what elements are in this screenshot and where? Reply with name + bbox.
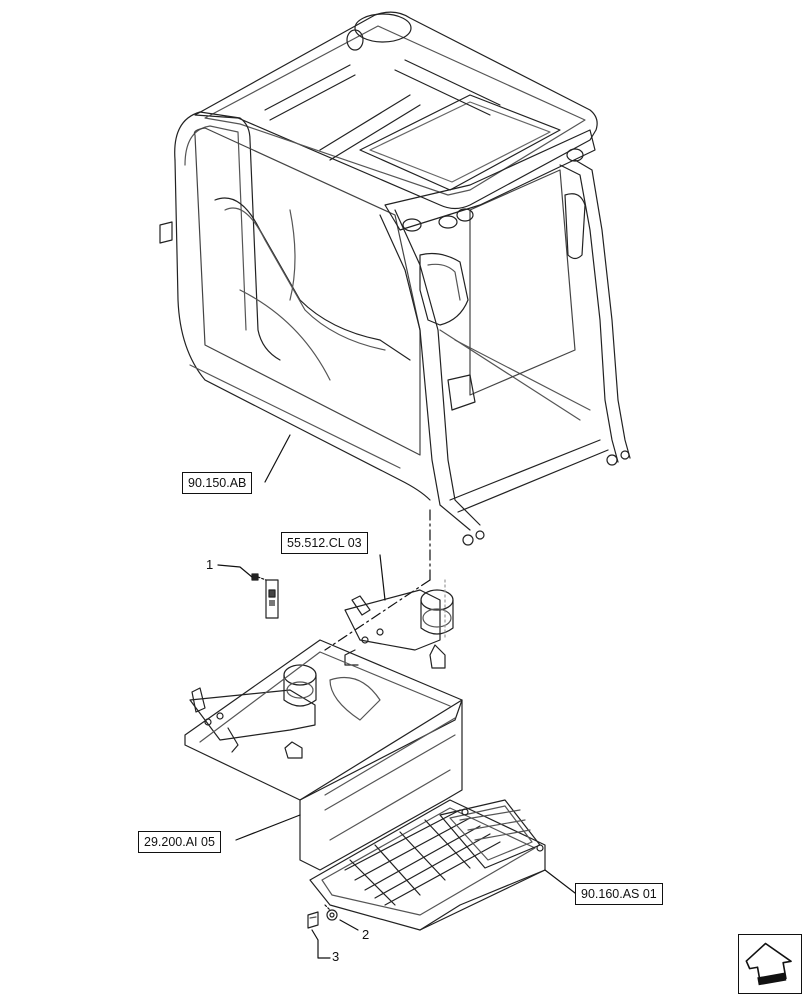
ref-label-cab[interactable]: 90.150.AB [182,472,253,494]
item-1-switch [217,564,279,619]
control-assembly [184,589,463,871]
ref-label-floor-mat[interactable]: 90.160.AS 01 [575,883,663,905]
ref-label-left-panel[interactable]: 29.200.AI 05 [138,831,221,853]
ref-label-controls[interactable]: 55.512.CL 03 [281,532,368,554]
arrow-glyph-icon [745,942,792,986]
callout-item-2: 2 [362,927,370,942]
cab-frame [159,11,631,546]
callout-item-3: 3 [332,949,340,964]
next-page-arrow-icon[interactable] [738,934,802,994]
item-3-bracket [307,911,331,959]
floor-mat [309,799,546,931]
item-2-nut [326,909,359,931]
callout-item-1: 1 [206,557,214,572]
